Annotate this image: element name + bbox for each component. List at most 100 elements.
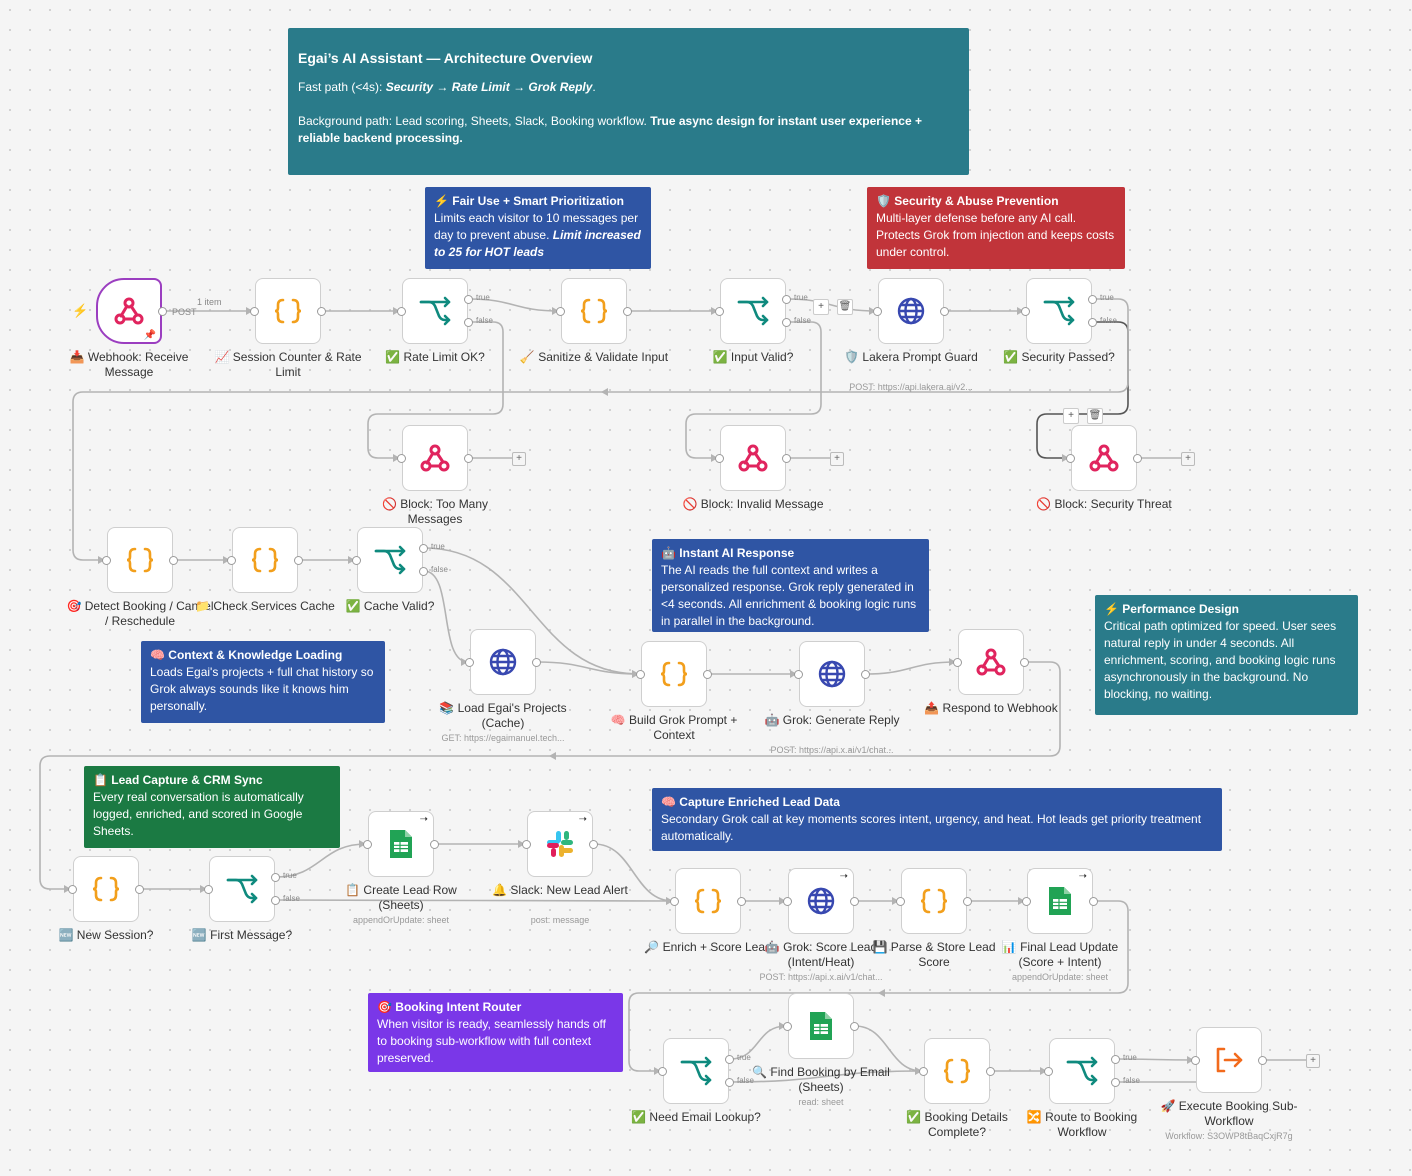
delete-connection-icon[interactable]: 🗑 (1087, 408, 1103, 424)
true-output-port[interactable] (782, 294, 791, 304)
input-port[interactable] (783, 896, 792, 906)
true-output-port[interactable] (1111, 1054, 1120, 1064)
output-port[interactable] (1133, 453, 1142, 463)
output-port[interactable] (623, 306, 632, 316)
connection-line[interactable] (729, 1025, 787, 1060)
output-port[interactable] (1089, 896, 1098, 906)
input-port[interactable] (953, 657, 962, 667)
input-port[interactable] (1044, 1066, 1053, 1076)
input-port[interactable] (919, 1066, 928, 1076)
connection-line[interactable] (468, 298, 560, 312)
output-port[interactable] (986, 1066, 995, 1076)
connection-line[interactable] (275, 899, 674, 902)
input-port[interactable] (670, 896, 679, 906)
output-port[interactable] (861, 669, 870, 679)
input-port[interactable] (397, 453, 406, 463)
node-first-message[interactable] (209, 856, 275, 922)
output-port[interactable] (963, 896, 972, 906)
output-port[interactable] (737, 896, 746, 906)
input-port[interactable] (636, 669, 645, 679)
node-input-valid[interactable] (720, 278, 786, 344)
input-port[interactable] (873, 306, 882, 316)
connection-line[interactable] (423, 570, 469, 663)
input-port[interactable] (522, 839, 531, 849)
connection-line[interactable] (423, 547, 640, 675)
false-output-port[interactable] (725, 1077, 734, 1087)
connection-line[interactable] (275, 843, 367, 878)
add-node-button[interactable]: + (512, 452, 526, 466)
connection-line[interactable] (854, 1025, 923, 1072)
output-port[interactable] (532, 657, 541, 667)
input-port[interactable] (783, 1021, 792, 1031)
input-port[interactable] (352, 555, 361, 565)
input-port[interactable] (68, 884, 77, 894)
node-detect-booking[interactable] (107, 527, 173, 593)
node-final-update[interactable]: ➝ (1027, 868, 1093, 934)
input-port[interactable] (1191, 1055, 1200, 1065)
node-sanitize[interactable] (561, 278, 627, 344)
output-port[interactable] (464, 453, 473, 463)
node-enrich[interactable] (675, 868, 741, 934)
node-security-passed[interactable] (1026, 278, 1092, 344)
node-load-projects[interactable] (470, 629, 536, 695)
input-port[interactable] (896, 896, 905, 906)
output-port[interactable] (317, 306, 326, 316)
node-block-many[interactable] (402, 425, 468, 491)
connection-line[interactable] (685, 321, 822, 459)
delete-connection-icon[interactable]: 🗑 (837, 299, 853, 315)
add-node-button[interactable]: + (1181, 452, 1195, 466)
false-output-port[interactable] (1111, 1077, 1120, 1087)
node-grok-reply[interactable] (799, 641, 865, 707)
output-port[interactable] (850, 1021, 859, 1031)
output-port[interactable] (782, 453, 791, 463)
input-port[interactable] (1021, 306, 1030, 316)
node-booking-complete[interactable] (924, 1038, 990, 1104)
node-route-booking[interactable] (1049, 1038, 1115, 1104)
node-find-booking[interactable] (788, 993, 854, 1059)
node-execute-booking[interactable] (1196, 1027, 1262, 1093)
add-node-button[interactable]: + (1306, 1054, 1320, 1068)
node-respond[interactable] (958, 629, 1024, 695)
input-port[interactable] (363, 839, 372, 849)
output-port[interactable] (294, 555, 303, 565)
node-parse-store[interactable] (901, 868, 967, 934)
node-block-security[interactable] (1071, 425, 1137, 491)
input-port[interactable] (715, 306, 724, 316)
node-block-invalid[interactable] (720, 425, 786, 491)
output-port[interactable] (1258, 1055, 1267, 1065)
node-build-prompt[interactable] (641, 641, 707, 707)
connection-line[interactable] (865, 661, 957, 675)
output-port[interactable] (169, 555, 178, 565)
true-output-port[interactable] (419, 543, 428, 553)
false-output-port[interactable] (419, 566, 428, 576)
input-port[interactable] (1066, 453, 1075, 463)
false-output-port[interactable] (271, 895, 280, 905)
node-cache-valid[interactable] (357, 527, 423, 593)
connection-line[interactable] (72, 298, 1129, 561)
input-port[interactable] (658, 1066, 667, 1076)
node-slack[interactable]: ➝ (527, 811, 593, 877)
true-output-port[interactable] (1088, 294, 1097, 304)
connection-line[interactable] (367, 321, 504, 459)
input-port[interactable] (397, 306, 406, 316)
node-grok-score[interactable]: ➝ (788, 868, 854, 934)
node-create-lead[interactable]: ➝ (368, 811, 434, 877)
output-port[interactable] (850, 896, 859, 906)
connection-line[interactable] (593, 843, 674, 902)
input-port[interactable] (250, 306, 259, 316)
node-check-cache[interactable] (232, 527, 298, 593)
connection-line[interactable] (1036, 321, 1129, 459)
node-session-counter[interactable] (255, 278, 321, 344)
output-port[interactable] (430, 839, 439, 849)
false-output-port[interactable] (1088, 317, 1097, 327)
true-output-port[interactable] (271, 872, 280, 882)
output-port[interactable] (703, 669, 712, 679)
connection-line[interactable] (536, 661, 640, 675)
input-port[interactable] (1022, 896, 1031, 906)
false-output-port[interactable] (464, 317, 473, 327)
add-node-button[interactable]: + (1063, 408, 1079, 424)
output-port[interactable] (135, 884, 144, 894)
connection-line[interactable] (729, 1070, 923, 1083)
node-need-email[interactable] (663, 1038, 729, 1104)
output-port[interactable] (158, 306, 167, 316)
